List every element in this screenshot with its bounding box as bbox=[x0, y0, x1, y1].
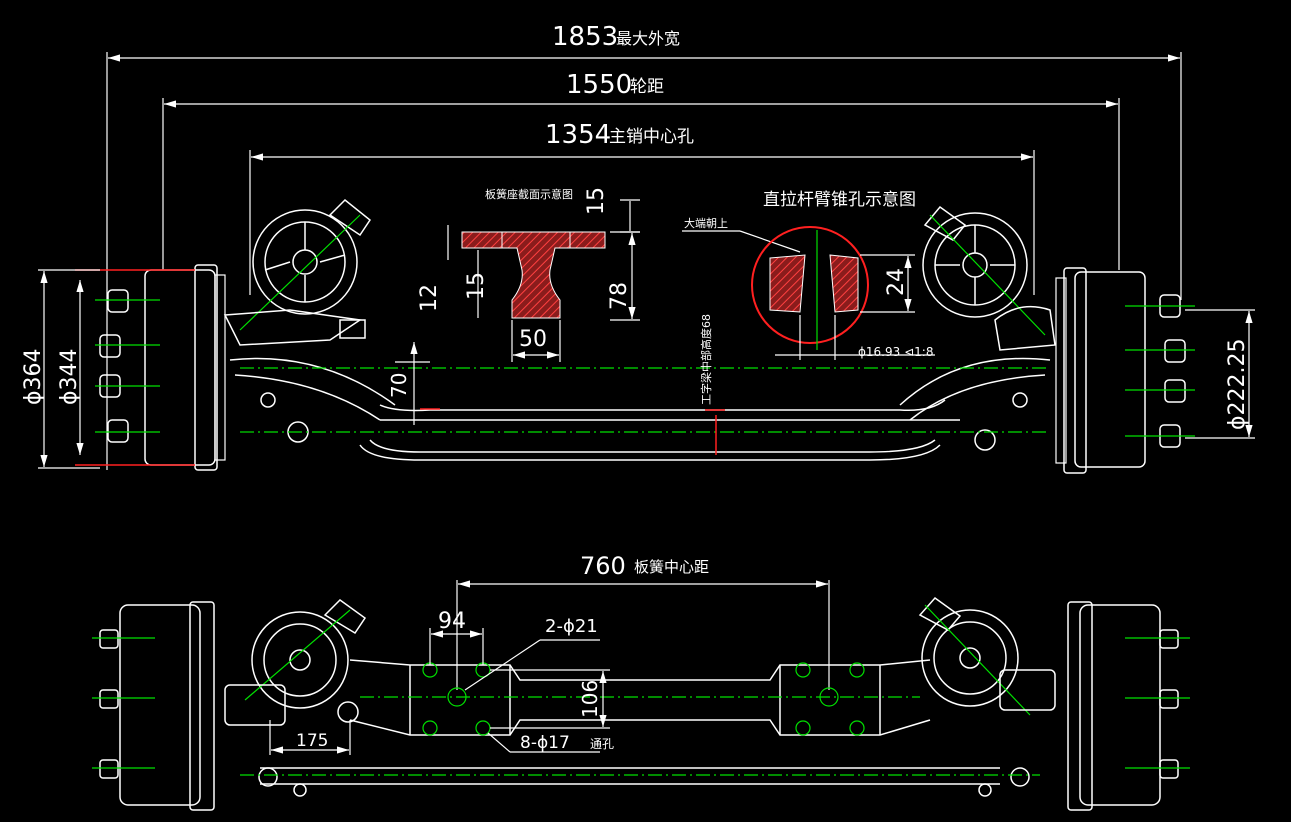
hub-circle-diameter: ϕ222.25 bbox=[1225, 339, 1250, 431]
seat-78: 78 bbox=[607, 282, 632, 310]
dim-pad-106: 106 bbox=[490, 669, 610, 729]
spring-center-label: 板簧中心距 bbox=[634, 558, 709, 576]
dim-drum-diameters: ϕ364 ϕ344 bbox=[21, 269, 100, 469]
i-beam-bottom bbox=[240, 659, 1040, 785]
beam-drop-value: 70 bbox=[387, 373, 411, 398]
tie-rod-taper-title: 直拉杆臂锥孔示意图 bbox=[763, 190, 916, 210]
dim-holes-2: 2-ϕ21 bbox=[464, 616, 600, 691]
left-knuckle-bottom bbox=[224, 599, 367, 797]
offset-175-value: 175 bbox=[296, 731, 328, 751]
seat-side-15: 15 bbox=[464, 272, 489, 300]
beam-vertical-note: 工字梁中部高度68 bbox=[699, 314, 713, 405]
spring-seat-section-title: 板簧座截面示意图 bbox=[485, 187, 573, 201]
dim-kingpin-center: 1354 主销中心孔 bbox=[249, 120, 1035, 295]
overall-width-label: 最大外宽 bbox=[616, 29, 680, 48]
spring-seat-section: 板簧座截面示意图 15 15 12 78 50 bbox=[417, 187, 640, 362]
dim-holes-8: 8-ϕ17 通孔 bbox=[487, 732, 614, 753]
seat-12: 12 bbox=[417, 284, 442, 312]
holes-8-suffix: 通孔 bbox=[590, 737, 614, 751]
right-brake-drum-bottom bbox=[1067, 601, 1190, 811]
dim-wheel-track: 1550 轮距 bbox=[162, 70, 1120, 270]
dim-beam-drop: 70 bbox=[387, 342, 430, 425]
pad-106-value: 106 bbox=[578, 680, 602, 718]
big-end-up-note: 大端朝上 bbox=[684, 216, 728, 230]
wheel-track-value: 1550 bbox=[566, 70, 632, 100]
wheel-studs-left bbox=[95, 289, 160, 443]
seat-50: 50 bbox=[519, 327, 547, 352]
overall-width-value: 1853 bbox=[552, 22, 618, 52]
holes-8-value: 8-ϕ17 bbox=[520, 733, 570, 753]
pad-94-value: 94 bbox=[438, 609, 466, 634]
dim-hub-circle: ϕ222.25 bbox=[1185, 309, 1255, 439]
tie-rod-taper-detail: 直拉杆臂锥孔示意图 大端朝上 24 ϕ16.93 ⊲1:8 bbox=[682, 190, 935, 360]
dim-overall-width: 1853 最大外宽 bbox=[106, 22, 1182, 470]
right-knuckle-bottom bbox=[918, 596, 1056, 797]
right-knuckle-top bbox=[899, 205, 1056, 451]
dim-offset-175: 175 bbox=[269, 720, 351, 755]
drum-outer-diameter: ϕ364 bbox=[21, 348, 46, 405]
left-knuckle-top bbox=[223, 198, 396, 443]
drum-inner-diameter: ϕ344 bbox=[57, 348, 82, 405]
left-brake-drum-bottom bbox=[92, 601, 215, 811]
dim-pad-94: 94 bbox=[429, 609, 484, 665]
spring-center-value: 760 bbox=[580, 552, 626, 580]
i-beam-top bbox=[240, 367, 1050, 461]
taper-24: 24 bbox=[884, 268, 909, 296]
wheel-track-label: 轮距 bbox=[630, 77, 664, 97]
holes-2-value: 2-ϕ21 bbox=[545, 616, 598, 637]
taper-hole-spec: ϕ16.93 ⊲1:8 bbox=[858, 345, 933, 359]
wheel-studs-right bbox=[1125, 294, 1195, 448]
dim-spring-center: 760 板簧中心距 bbox=[456, 552, 830, 690]
left-brake-drum-top bbox=[75, 264, 226, 471]
seat-top-15: 15 bbox=[584, 187, 609, 215]
right-brake-drum-top bbox=[1055, 267, 1195, 474]
kingpin-center-label: 主销中心孔 bbox=[609, 127, 694, 147]
kingpin-center-value: 1354 bbox=[545, 120, 611, 150]
